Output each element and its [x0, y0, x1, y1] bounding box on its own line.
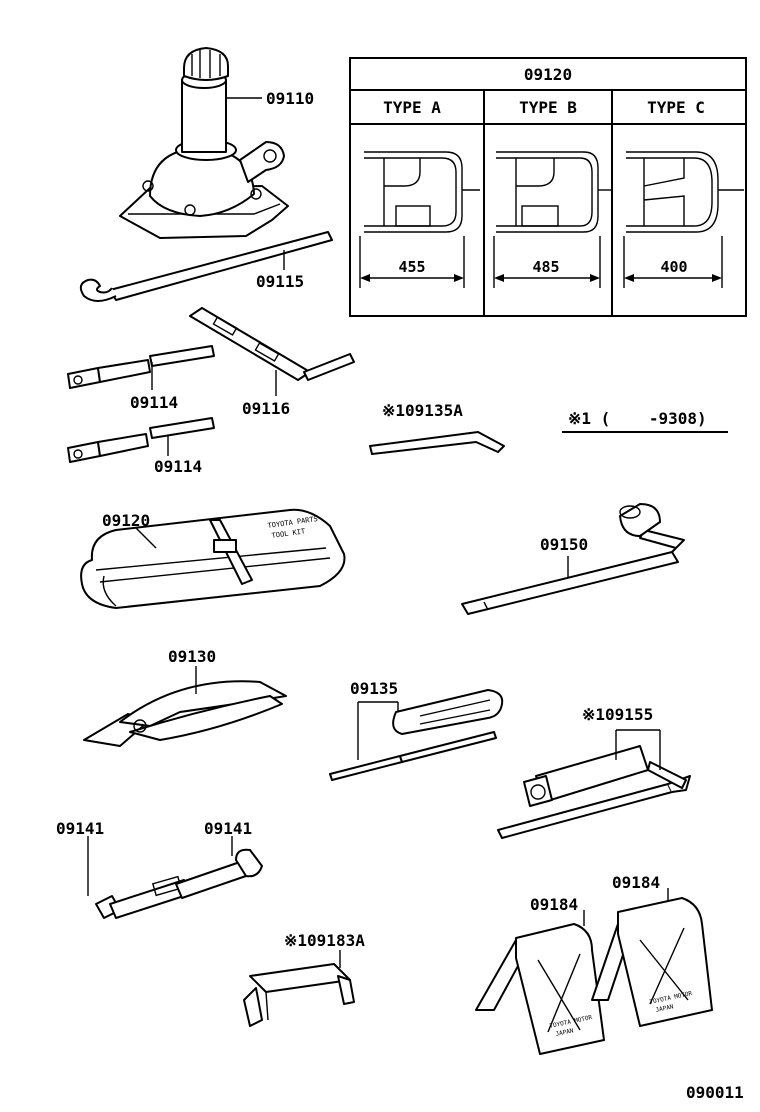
label-extension-bar-1: 09114 [130, 393, 178, 412]
wrench-left [87, 836, 191, 919]
chock-left-print-2: JAPAN [555, 1027, 575, 1038]
pliers [83, 666, 287, 747]
label-wrench-left: 09141 [56, 819, 104, 838]
label-screwdriver: 09135 [350, 679, 398, 698]
type-a-dimension: 455 [398, 258, 425, 276]
label-chock-right: 09184 [612, 873, 660, 892]
bracket [243, 950, 355, 1027]
label-pliers: 09130 [168, 647, 216, 666]
label-jack-lever: 09116 [242, 399, 290, 418]
tire-lever [369, 431, 505, 455]
label-jack-handle: 09115 [256, 272, 304, 291]
label-jack: 09110 [266, 89, 314, 108]
type-a-label: TYPE A [383, 98, 441, 117]
type-table: 09120 TYPE A TYPE B TYPE C 455 [349, 57, 747, 317]
label-chock-left: 09184 [530, 895, 578, 914]
label-tool-bag: 09120 [102, 511, 150, 530]
type-a-bag-sketch: 455 [359, 151, 480, 288]
label-bracket: ※109183A [284, 931, 365, 950]
type-c-label: TYPE C [647, 98, 705, 117]
chock-right: TOYOTA MOTOR JAPAN [591, 888, 713, 1027]
wrench-right [175, 836, 263, 899]
wheel-wrench [461, 503, 685, 615]
label-extension-bar-2: 09114 [154, 457, 202, 476]
diagram-code: 090011 [686, 1083, 744, 1102]
label-wheel-wrench: 09150 [540, 535, 588, 554]
extension-bar-2 [67, 417, 215, 463]
socket-wrench [497, 729, 691, 839]
label-tire-lever: ※109135A [382, 401, 463, 420]
type-b-dimension: 485 [532, 258, 559, 276]
chock-right-print-2: JAPAN [655, 1003, 675, 1014]
jack [119, 47, 289, 239]
type-b-bag-sketch: 485 [493, 151, 612, 288]
screwdriver [329, 689, 504, 781]
tool-bag: TOYOTA PARTS TOOL KIT [80, 508, 346, 609]
jack-handle [79, 231, 333, 302]
table-header: 09120 [524, 65, 572, 84]
jack-lever [189, 307, 355, 396]
label-wrench-right: 09141 [204, 819, 252, 838]
type-c-bag-sketch: 400 [623, 151, 744, 288]
extension-bar-1 [67, 345, 215, 390]
label-socket-wrench: ※109155 [582, 705, 653, 724]
type-b-label: TYPE B [519, 98, 577, 117]
type-c-dimension: 400 [660, 258, 687, 276]
production-note: ※1 ( -9308) [568, 409, 707, 428]
chock-left: TOYOTA MOTOR JAPAN [475, 910, 605, 1055]
